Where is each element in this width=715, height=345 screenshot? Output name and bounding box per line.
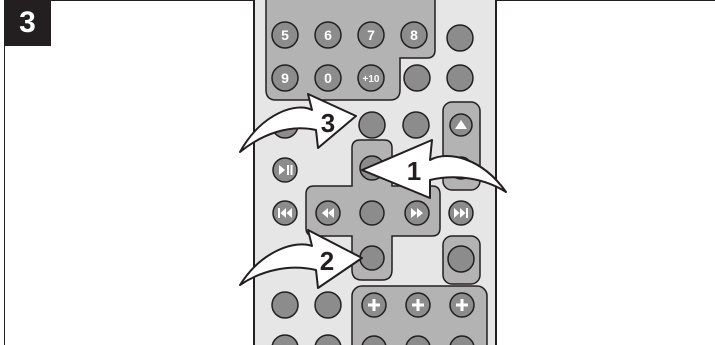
- nav-center-button[interactable]: [359, 200, 385, 226]
- round-button[interactable]: [314, 291, 342, 319]
- number-label: 7: [367, 27, 375, 43]
- round-button[interactable]: [271, 334, 299, 345]
- round-button[interactable]: [446, 64, 474, 92]
- up-arrow-icon: [455, 120, 467, 129]
- skip-next-icon: [454, 208, 468, 218]
- play-pause-button[interactable]: [272, 157, 298, 183]
- round-button[interactable]: [314, 334, 342, 345]
- number-label: +10: [363, 74, 380, 85]
- plus-button[interactable]: [449, 292, 475, 318]
- round-button[interactable]: [403, 64, 431, 92]
- plus-icon: [368, 299, 380, 311]
- skip-next-button[interactable]: [448, 200, 474, 226]
- plus-icon: [456, 299, 468, 311]
- plus-icon: [412, 299, 424, 311]
- round-button[interactable]: [447, 245, 475, 273]
- round-button[interactable]: [361, 335, 387, 345]
- number-label: 9: [281, 70, 289, 86]
- play-pause-icon: [279, 165, 293, 175]
- up-arrow-button[interactable]: [449, 113, 473, 137]
- callout-number: 3: [321, 108, 335, 138]
- number-label: 8: [410, 27, 418, 43]
- round-button[interactable]: [271, 291, 299, 319]
- nav-down-button[interactable]: [359, 245, 385, 271]
- number-label: 0: [324, 70, 332, 86]
- number-label: 5: [281, 27, 289, 43]
- number-pad-panel: [265, 0, 436, 101]
- number-button-9[interactable]: 9: [271, 64, 299, 92]
- plus-button[interactable]: [361, 292, 387, 318]
- callout-arrow-3: 3: [239, 93, 357, 153]
- skip-previous-icon: [278, 208, 292, 218]
- callout-number: 1: [407, 156, 421, 186]
- number-button-7[interactable]: 7: [357, 21, 385, 49]
- number-button-5[interactable]: 5: [271, 21, 299, 49]
- step-number: 3: [19, 6, 36, 39]
- number-button-8[interactable]: 8: [400, 21, 428, 49]
- callout-arrow-1: 1: [361, 139, 507, 199]
- number-button-0[interactable]: 0: [314, 64, 342, 92]
- round-button[interactable]: [402, 111, 430, 139]
- fast-forward-icon: [411, 208, 423, 218]
- rewind-button[interactable]: [315, 200, 341, 226]
- round-button[interactable]: [405, 335, 431, 345]
- number-label: 6: [324, 27, 332, 43]
- skip-previous-button[interactable]: [272, 200, 298, 226]
- enter-button[interactable]: [358, 111, 386, 139]
- round-button[interactable]: [449, 335, 475, 345]
- fast-forward-button[interactable]: [404, 200, 430, 226]
- left-border: [4, 46, 5, 345]
- number-button-plus10[interactable]: +10: [357, 64, 385, 92]
- step-number-badge: 3: [4, 0, 51, 46]
- callout-number: 2: [320, 246, 334, 276]
- callout-arrow-2: 2: [239, 229, 363, 289]
- plus-button[interactable]: [405, 292, 431, 318]
- number-button-6[interactable]: 6: [314, 21, 342, 49]
- rewind-icon: [322, 208, 334, 218]
- round-button[interactable]: [446, 24, 474, 52]
